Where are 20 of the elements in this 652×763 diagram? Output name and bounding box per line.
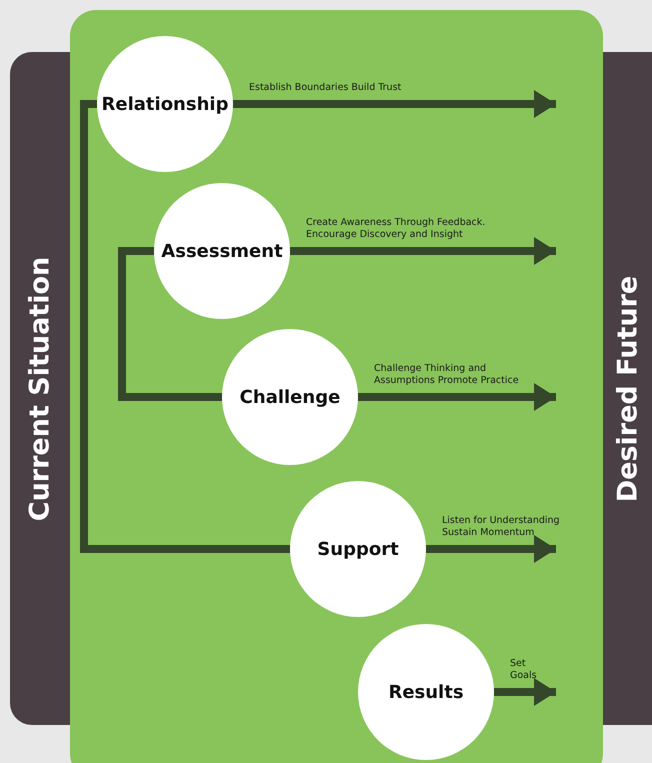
side-band (10, 52, 70, 725)
arrow (494, 678, 556, 706)
arrow (290, 237, 556, 265)
band-title: Current Situation (24, 256, 56, 521)
stage-title: Results (388, 682, 464, 702)
edge-label: Establish Boundaries Build Trust (249, 82, 402, 94)
edge-label: Listen for Understanding Sustain Momentum (442, 515, 561, 539)
edge-label: Create Awareness Through Feedback. Encourage Discovery and Insight (306, 217, 486, 241)
stage-title: Assessment (161, 240, 283, 262)
stage-title: Support (317, 538, 399, 560)
side-band (603, 52, 652, 725)
arrow (358, 383, 556, 411)
arrow (426, 535, 556, 563)
stage-title: Relationship (102, 94, 228, 114)
edge-label: Set Goals (510, 658, 534, 682)
band-title: Desired Future (612, 275, 643, 502)
stage-title: Challenge (240, 386, 340, 408)
connector-line (80, 100, 290, 553)
arrow (233, 90, 556, 118)
edge-label: Challenge Thinking and Assumptions Promote Practice (374, 363, 520, 387)
